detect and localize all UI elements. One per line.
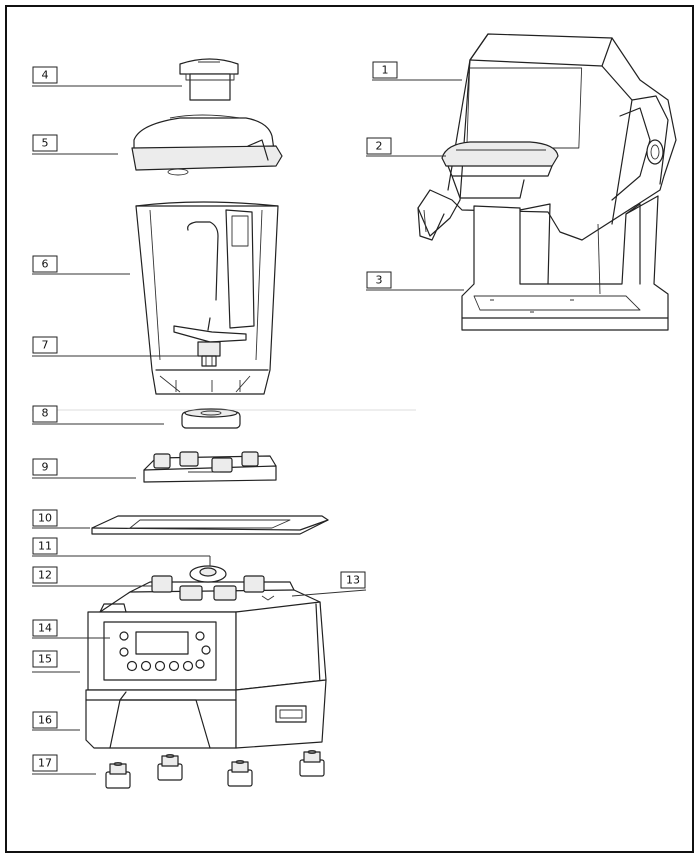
- callout-4: 4: [32, 66, 182, 87]
- callout-1: 1: [372, 61, 462, 81]
- blender-jar: [135, 201, 279, 395]
- callout-10: 10: [32, 509, 90, 529]
- callout-8: 8: [32, 405, 164, 425]
- callout-label: 10: [38, 512, 52, 525]
- cover-handle: [441, 141, 559, 199]
- callout-label: 13: [346, 574, 360, 587]
- callout-label: 7: [42, 339, 49, 352]
- callout-14: 14: [32, 619, 110, 639]
- jar-lid: [131, 114, 283, 176]
- callout-2: 2: [366, 137, 446, 157]
- callout-5: 5: [32, 134, 118, 155]
- callout-label: 4: [42, 69, 49, 82]
- callout-label: 12: [38, 569, 52, 582]
- callout-11: 11: [32, 537, 211, 566]
- foot-4: [299, 750, 325, 777]
- foot-2: [157, 754, 183, 781]
- callout-7: 7: [32, 336, 198, 357]
- callout-label: 2: [376, 140, 383, 153]
- jar-pad: [143, 451, 277, 483]
- callout-label: 3: [376, 274, 383, 287]
- cover-stand: [461, 195, 669, 331]
- callout-label: 5: [42, 137, 49, 150]
- enclosure-cover: [417, 33, 677, 241]
- callout-15: 15: [32, 650, 80, 673]
- callout-label: 15: [38, 653, 52, 666]
- coupling-gasket: [181, 408, 241, 429]
- callout-label: 8: [42, 407, 49, 420]
- callout-17: 17: [32, 754, 96, 775]
- rubber-feet: [105, 750, 325, 789]
- foot-1: [105, 762, 131, 789]
- callout-6: 6: [32, 255, 130, 275]
- callout-12: 12: [32, 566, 152, 587]
- callout-label: 6: [42, 258, 49, 271]
- motor-base: [85, 565, 327, 749]
- base-gasket: [91, 515, 329, 535]
- callout-9: 9: [32, 458, 136, 479]
- callout-label: 1: [382, 64, 389, 77]
- callout-13: 13: [291, 571, 367, 597]
- callout-label: 17: [38, 757, 52, 770]
- foot-3: [227, 760, 253, 787]
- callout-label: 16: [38, 714, 52, 727]
- callout-label: 11: [38, 540, 52, 553]
- blade-assembly: [173, 317, 247, 367]
- callout-16: 16: [32, 711, 80, 731]
- callout-3: 3: [366, 271, 464, 291]
- callout-label: 14: [38, 622, 52, 635]
- lid-plug: [179, 58, 239, 101]
- callout-label: 9: [42, 461, 49, 474]
- diagram-frame: [5, 5, 694, 853]
